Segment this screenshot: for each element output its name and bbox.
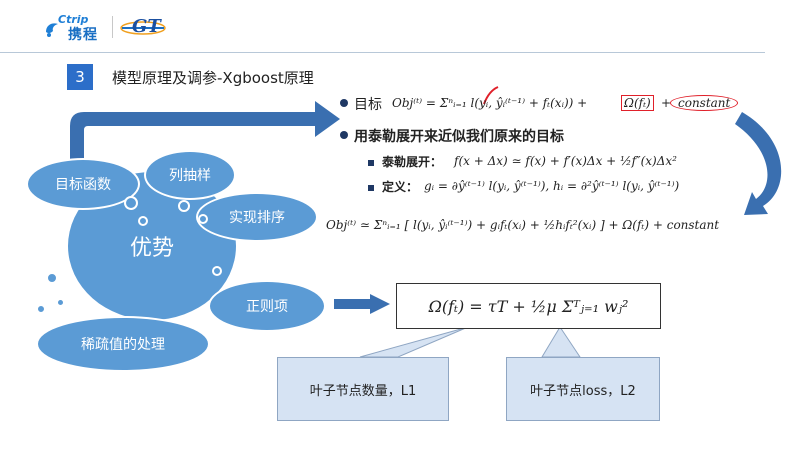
approx-objective-formula: Obj⁽ᵗ⁾ ≃ Σⁿᵢ₌₁ [ l(yᵢ, ŷᵢ⁽ᵗ⁻¹⁾) + gᵢfₜ(x… xyxy=(326,218,720,232)
bubble-regularization: 正则项 xyxy=(208,280,326,332)
callout-right-pointer xyxy=(541,326,581,358)
red-check-mark xyxy=(483,86,499,105)
callout-left-pointer xyxy=(359,326,469,358)
decor-dot xyxy=(178,200,190,212)
section-title: 模型原理及调参-Xgboost原理 xyxy=(112,69,314,87)
sub-bullet xyxy=(368,185,374,191)
constant-term: constant xyxy=(670,95,739,111)
regularizer-formula: Ω(fₜ) = τT + ½μ Σᵀⱼ₌₁ wⱼ² xyxy=(428,296,629,316)
plus-sign: + xyxy=(661,96,672,110)
arrow-to-regularizer xyxy=(334,294,390,314)
decor-dot xyxy=(212,266,222,276)
taylor-label: 泰勒展开： xyxy=(382,155,443,169)
sub-bullet xyxy=(368,160,374,166)
bubble-objective: 目标函数 xyxy=(26,158,140,210)
section-number-badge: 3 xyxy=(67,64,93,90)
decor-dot xyxy=(198,214,208,224)
objective-formula: Obj⁽ᵗ⁾ = Σⁿᵢ₌₁ l(yᵢ, ŷᵢ⁽ᵗ⁻¹⁾ + fₜ(xᵢ)) + xyxy=(392,96,588,110)
ctrip-logo: Ctrip 携程 xyxy=(44,13,108,43)
def-formula: gᵢ = ∂ŷ⁽ᵗ⁻¹⁾ l(yᵢ, ŷ⁽ᵗ⁻¹⁾), hᵢ = ∂²ŷ⁽ᵗ⁻¹… xyxy=(424,179,680,193)
decor-dot xyxy=(36,304,46,314)
def-label: 定义： xyxy=(382,180,419,194)
ctrip-cn-wordmark: 携程 xyxy=(68,27,98,43)
curved-arrow-down xyxy=(735,112,782,215)
ctrip-wordmark: Ctrip xyxy=(58,13,89,26)
decor-dot xyxy=(138,216,148,226)
omega-term: Ω(fₜ) xyxy=(621,95,654,111)
bullet-dot xyxy=(340,99,348,107)
bullet-dot xyxy=(340,131,348,139)
regularizer-formula-box: Ω(fₜ) = τT + ½μ Σᵀⱼ₌₁ wⱼ² xyxy=(396,283,661,329)
dolphin-icon xyxy=(46,23,58,37)
objective-label: 目标 xyxy=(354,97,382,113)
callout-leaf-loss: 叶子节点loss，L2 xyxy=(506,357,660,421)
bubble-sorting: 实现排序 xyxy=(196,192,318,242)
bent-arrow-right xyxy=(70,101,340,160)
taylor-formula: f(x + Δx) ≃ f(x) + f′(x)Δx + ½f″(x)Δx² xyxy=(454,154,677,168)
header-divider xyxy=(0,52,765,53)
decor-dot xyxy=(124,196,138,210)
decor-dot xyxy=(56,298,65,307)
callout-leaf-count: 叶子节点数量，L1 xyxy=(277,357,449,421)
bubble-sparse: 稀疏值的处理 xyxy=(36,316,210,372)
gt-mark: GT xyxy=(132,16,161,37)
gt-logo: GT xyxy=(118,14,168,40)
bubble-column-sample: 列抽样 xyxy=(144,150,236,200)
taylor-heading: 用泰勒展开来近似我们原来的目标 xyxy=(354,129,564,145)
logo-divider xyxy=(112,16,113,38)
decor-dot xyxy=(46,272,58,284)
